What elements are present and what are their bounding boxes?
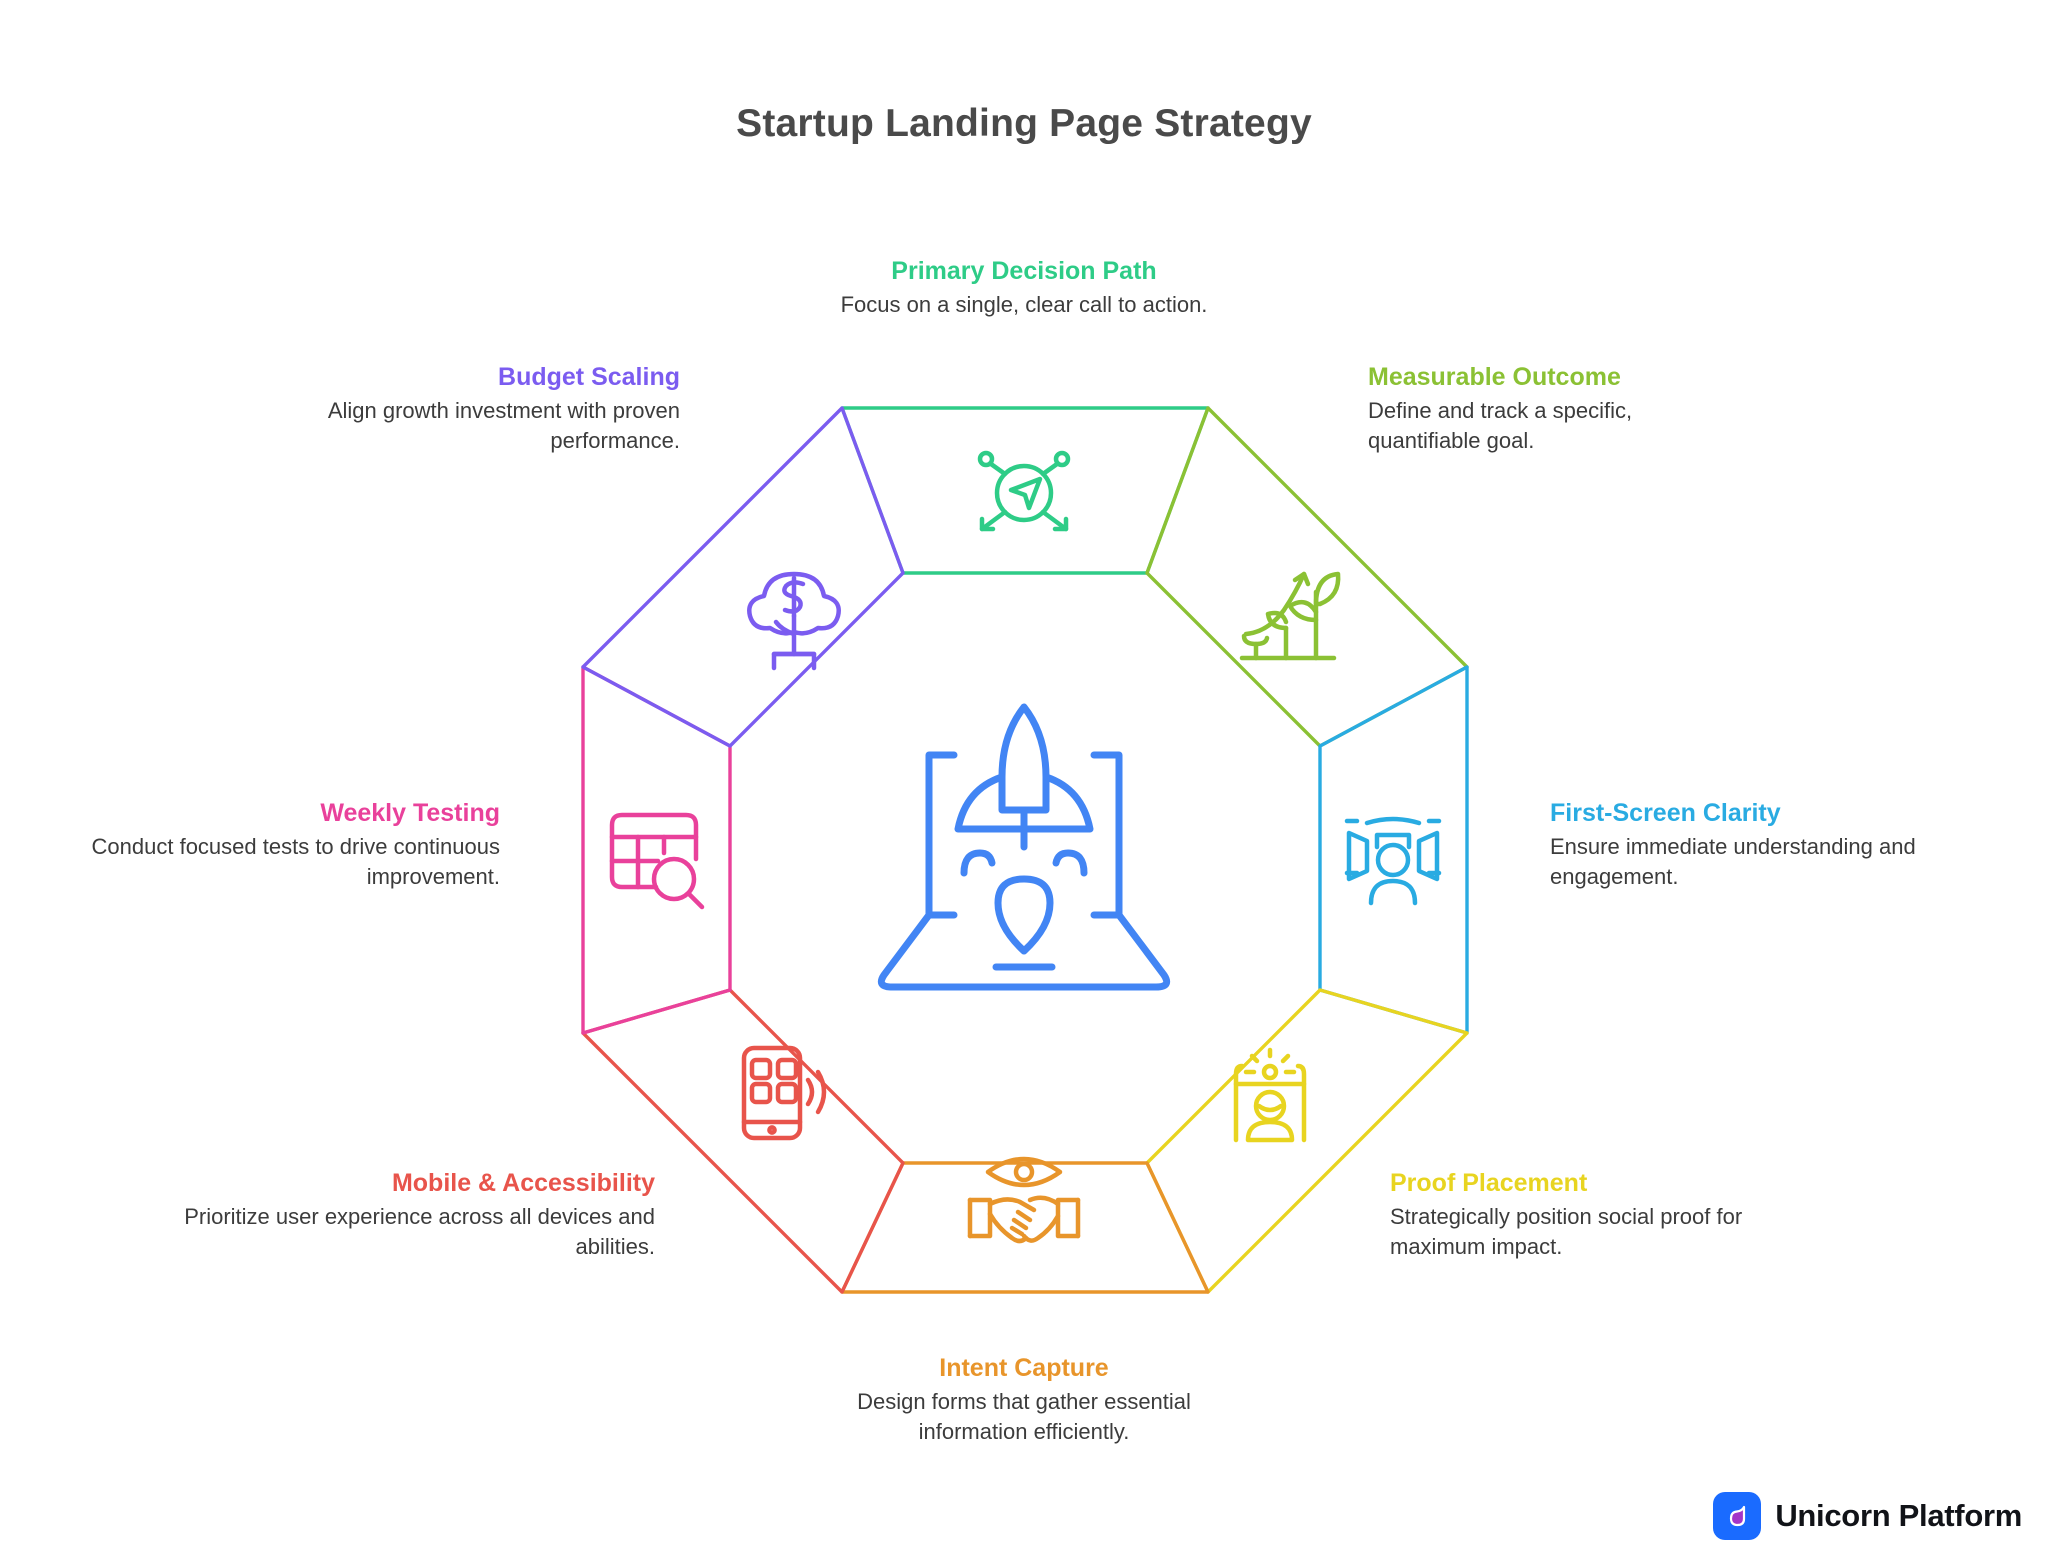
label-description: Focus on a single, clear call to action. [840, 292, 1208, 318]
label-budget-scaling[interactable]: Budget Scaling Align growth investment w… [200, 362, 680, 455]
segment-shapes [581, 406, 1469, 1294]
label-description: Strategically position social proof for … [1390, 1204, 1743, 1259]
label-title: Mobile & Accessibility [391, 1169, 655, 1197]
unicorn-droplet-logo [1713, 1492, 1762, 1540]
label-description: Define and track a specific, quantifiabl… [1368, 398, 1633, 453]
label-title: Budget Scaling [498, 363, 680, 391]
label-title: Measurable Outcome [1368, 363, 1621, 391]
page-title: Startup Landing Page Strategy [736, 102, 1312, 145]
plant-growth-icon [1239, 571, 1341, 661]
money-tree-icon [747, 571, 841, 671]
label-weekly-testing[interactable]: Weekly Testing Conduct focused tests to … [60, 798, 500, 891]
label-title: First-Screen Clarity [1550, 799, 1781, 827]
label-mobile-accessibility[interactable]: Mobile & Accessibility Prioritize user e… [180, 1168, 655, 1261]
eye-handshake-icon [967, 1156, 1081, 1244]
label-title: Weekly Testing [320, 799, 500, 827]
label-description: Prioritize user experience across all de… [184, 1204, 655, 1259]
segment-shape-weekly-testing[interactable] [581, 665, 732, 1035]
segment-shape-first-screen-clarity[interactable] [1318, 665, 1469, 1035]
compass-navigation-icon [977, 450, 1071, 532]
label-intent-capture[interactable]: Intent Capture Design forms that gather … [674, 1353, 1374, 1446]
label-title: Primary Decision Path [891, 257, 1157, 285]
segment-shape-budget-scaling[interactable] [581, 406, 905, 748]
table-search-icon [609, 812, 705, 910]
brand-name: Unicorn Platform [1775, 1498, 2022, 1533]
spotlight-person-icon [1233, 1047, 1307, 1143]
label-description: Design forms that gather essential infor… [857, 1389, 1191, 1444]
label-title: Proof Placement [1390, 1169, 1588, 1197]
droplet-icon [1730, 1505, 1746, 1527]
phone-signal-icon [741, 1045, 827, 1141]
label-description: Align growth investment with proven perf… [327, 398, 680, 453]
rocket-laptop-icon [877, 703, 1171, 991]
viewport-person-icon [1344, 816, 1442, 906]
label-proof-placement[interactable]: Proof Placement Strategically position s… [1390, 1168, 1860, 1261]
label-title: Intent Capture [939, 1354, 1109, 1382]
label-first-screen-clarity[interactable]: First-Screen Clarity Ensure immediate un… [1550, 798, 1990, 891]
label-description: Conduct focused tests to drive continuou… [91, 834, 500, 889]
segment-shape-primary-decision-path[interactable] [840, 406, 1210, 575]
label-primary-decision-path[interactable]: Primary Decision Path Focus on a single,… [674, 256, 1374, 320]
brand-logo[interactable]: Unicorn Platform [1713, 1492, 2022, 1540]
label-measurable-outcome[interactable]: Measurable Outcome Define and track a sp… [1368, 362, 1848, 455]
label-description: Ensure immediate understanding and engag… [1550, 834, 1916, 889]
